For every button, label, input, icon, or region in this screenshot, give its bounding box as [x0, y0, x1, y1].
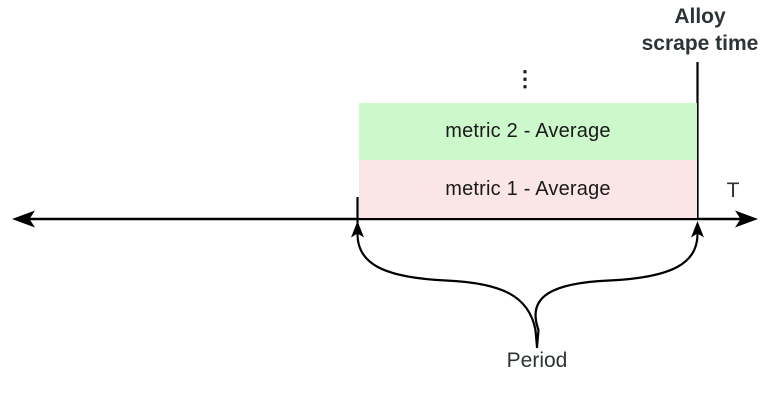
metric2-average-box: metric 2 - Average	[359, 103, 697, 160]
brace-right-arrowhead-icon	[691, 221, 704, 238]
axis-right-arrowhead-icon	[735, 210, 758, 228]
alloy-scrape-time-line2: scrape time	[641, 32, 759, 55]
alloy-scrape-time-line1: Alloy	[674, 5, 726, 28]
brace-left-arrowhead-icon	[351, 221, 364, 238]
metric2-average-label: metric 2 - Average	[445, 120, 611, 142]
time-axis-label: T	[726, 179, 740, 202]
alloy-scrape-time-label: Alloy scrape time	[622, 3, 776, 57]
metric1-average-box: metric 1 - Average	[359, 160, 697, 218]
period-brace-left-curve	[356, 232, 539, 349]
more-metrics-ellipsis: ⋮	[514, 66, 536, 91]
axis-left-arrowhead-icon	[12, 210, 35, 228]
period-brace-right-curve	[534, 232, 699, 349]
period-label: Period	[506, 349, 568, 372]
metric1-average-label: metric 1 - Average	[445, 177, 611, 200]
